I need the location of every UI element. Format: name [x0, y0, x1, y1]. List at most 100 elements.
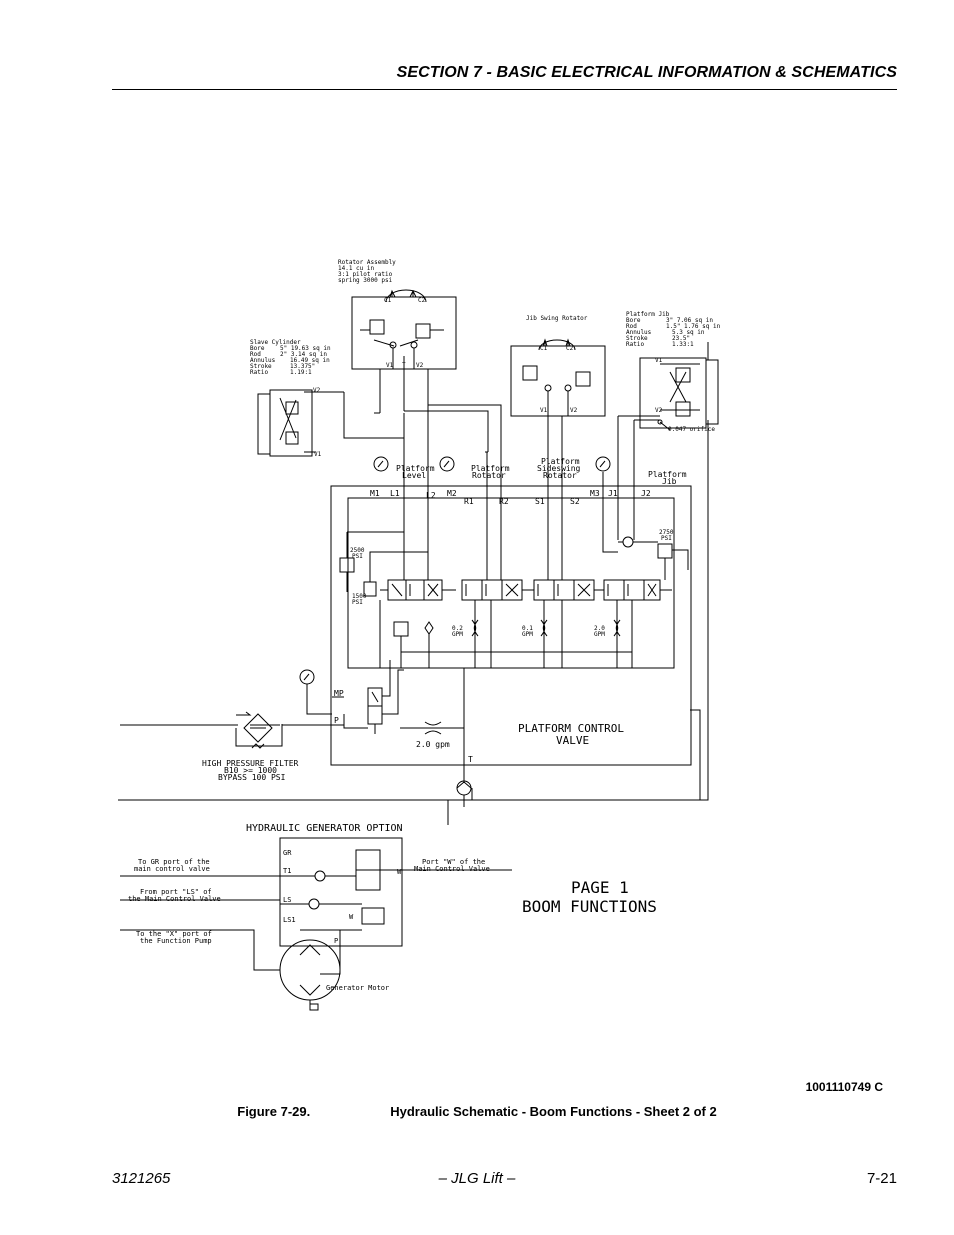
svg-text:Annulus: Annulus	[250, 357, 276, 364]
svg-text:C2: C2	[418, 297, 426, 304]
generator-option-title: HYDRAULIC GENERATOR OPTION	[246, 823, 403, 834]
svg-text:W: W	[349, 913, 354, 921]
svg-text:GPM: GPM	[452, 631, 463, 638]
jib-swing-rotator-box	[510, 345, 606, 417]
svg-text:To GR port of the: To GR port of the	[138, 858, 210, 866]
svg-text:T1: T1	[283, 867, 291, 875]
figure-number: Figure 7-29.	[237, 1104, 311, 1119]
platform-jib-box	[639, 357, 707, 429]
orifice-label: 0.047 orifice	[668, 426, 715, 433]
svg-text:1500: 1500	[352, 593, 367, 600]
svg-text:V1: V1	[540, 407, 548, 414]
svg-text:C1: C1	[384, 297, 392, 304]
svg-text:V2: V2	[655, 407, 663, 414]
platform-control-valve-label: PLATFORM CONTROL	[518, 722, 624, 735]
svg-text:Level: Level	[402, 471, 426, 480]
gauge-m1	[373, 456, 389, 472]
valve-section-sideswing	[533, 579, 595, 601]
svg-text:M1: M1	[370, 489, 380, 498]
manifold-inner-frame	[347, 497, 675, 669]
relief-2750	[657, 543, 673, 559]
page-note-line1: PAGE 1	[571, 878, 629, 897]
figure-caption: Figure 7-29. Hydraulic Schematic - Boom F…	[0, 1104, 954, 1119]
svg-text:GPM: GPM	[594, 631, 605, 638]
page-note-line2: BOOM FUNCTIONS	[522, 897, 657, 916]
figure-title: Hydraulic Schematic - Boom Functions - S…	[390, 1104, 717, 1119]
svg-text:16.49 sq in: 16.49 sq in	[290, 357, 330, 364]
rotator-assembly-label: Rotator Assembly	[338, 259, 396, 266]
svg-text:the Main Control Valve: the Main Control Valve	[128, 895, 221, 903]
svg-text:spring 3000 psi: spring 3000 psi	[338, 277, 393, 284]
svg-text:0.2: 0.2	[452, 625, 463, 632]
svg-text:PSI: PSI	[352, 599, 363, 606]
svg-text:P: P	[334, 937, 338, 945]
svg-text:V2: V2	[313, 387, 321, 394]
svg-text:1.33:1: 1.33:1	[672, 341, 694, 348]
svg-text:LS: LS	[283, 896, 291, 904]
svg-text:2" 3.14 sq in: 2" 3.14 sq in	[280, 351, 327, 358]
valve-section-jib	[603, 579, 661, 601]
svg-text:2500: 2500	[350, 547, 365, 554]
slave-cylinder-label: Slave Cylinder	[250, 339, 301, 346]
svg-text:Bore: Bore	[250, 345, 265, 352]
svg-text:C1: C1	[540, 345, 548, 352]
svg-text:Port "W" of the: Port "W" of the	[422, 858, 485, 866]
slave-cylinder-box	[257, 393, 271, 455]
svg-text:Bore: Bore	[626, 317, 641, 324]
gauge-m3	[595, 456, 611, 472]
svg-text:13.375": 13.375"	[290, 363, 315, 370]
label-platform-rotator: Platform	[471, 464, 510, 473]
relief-2500	[339, 557, 355, 573]
drawing-number: 1001110749 C	[805, 1080, 883, 1094]
svg-text:Rotator: Rotator	[472, 471, 506, 480]
svg-text:0.1: 0.1	[522, 625, 533, 632]
footer-doc-number: 3121265	[112, 1170, 171, 1187]
svg-text:Rod: Rod	[250, 351, 261, 358]
valve-section-rotator	[461, 579, 523, 601]
svg-text:GPM: GPM	[522, 631, 533, 638]
svg-text:To the "X" port of: To the "X" port of	[136, 930, 212, 938]
svg-text:T: T	[468, 755, 473, 764]
valve-section-level	[387, 579, 443, 601]
gauge-m2	[439, 456, 455, 472]
svg-text:J1: J1	[608, 489, 618, 498]
check-valve-return	[456, 780, 472, 796]
svg-text:J2: J2	[641, 489, 651, 498]
filter-label: HIGH PRESSURE FILTER	[202, 759, 299, 768]
svg-text:14.1 cu in: 14.1 cu in	[338, 265, 375, 272]
jib-swing-rotator-label: Jib Swing Rotator	[526, 315, 588, 322]
svg-text:GR: GR	[283, 849, 292, 857]
rotator-arc	[385, 289, 427, 303]
header-rule	[112, 89, 897, 90]
svg-text:M3: M3	[590, 489, 600, 498]
svg-text:23.5": 23.5"	[672, 335, 690, 342]
svg-text:1.19:1: 1.19:1	[290, 369, 312, 376]
svg-text:Rotator: Rotator	[543, 471, 577, 480]
svg-text:5.3 sq in: 5.3 sq in	[672, 329, 705, 336]
svg-text:Main Control Valve: Main Control Valve	[414, 865, 490, 873]
svg-text:V1: V1	[386, 362, 394, 369]
platform-jib-label: Platform Jib	[626, 311, 670, 318]
label-platform-jib: Platform	[648, 470, 687, 479]
filter-icon	[243, 713, 273, 743]
svg-text:V1: V1	[314, 451, 322, 458]
label-platform-sideswing: Platform	[541, 457, 580, 466]
svg-text:V2: V2	[416, 362, 424, 369]
svg-text:Jib: Jib	[662, 477, 677, 486]
svg-text:1.5" 1.76 sq in: 1.5" 1.76 sq in	[666, 323, 721, 330]
svg-text:P: P	[334, 716, 339, 725]
footer-page-number: 7-21	[866, 1170, 897, 1187]
svg-text:V1: V1	[655, 357, 663, 364]
svg-text:M2: M2	[447, 489, 457, 498]
svg-text:Ratio: Ratio	[250, 369, 268, 376]
svg-text:Stroke: Stroke	[626, 335, 648, 342]
generator-motor-label: Generator Motor	[326, 984, 389, 992]
svg-text:C2: C2	[566, 345, 574, 352]
footer-publisher: – JLG Lift –	[438, 1170, 516, 1187]
svg-text:LS1: LS1	[283, 916, 296, 924]
svg-text:VALVE: VALVE	[556, 734, 589, 747]
svg-text:L1: L1	[390, 489, 400, 498]
svg-text:PSI: PSI	[352, 553, 363, 560]
label-platform-level: Platform	[396, 464, 435, 473]
